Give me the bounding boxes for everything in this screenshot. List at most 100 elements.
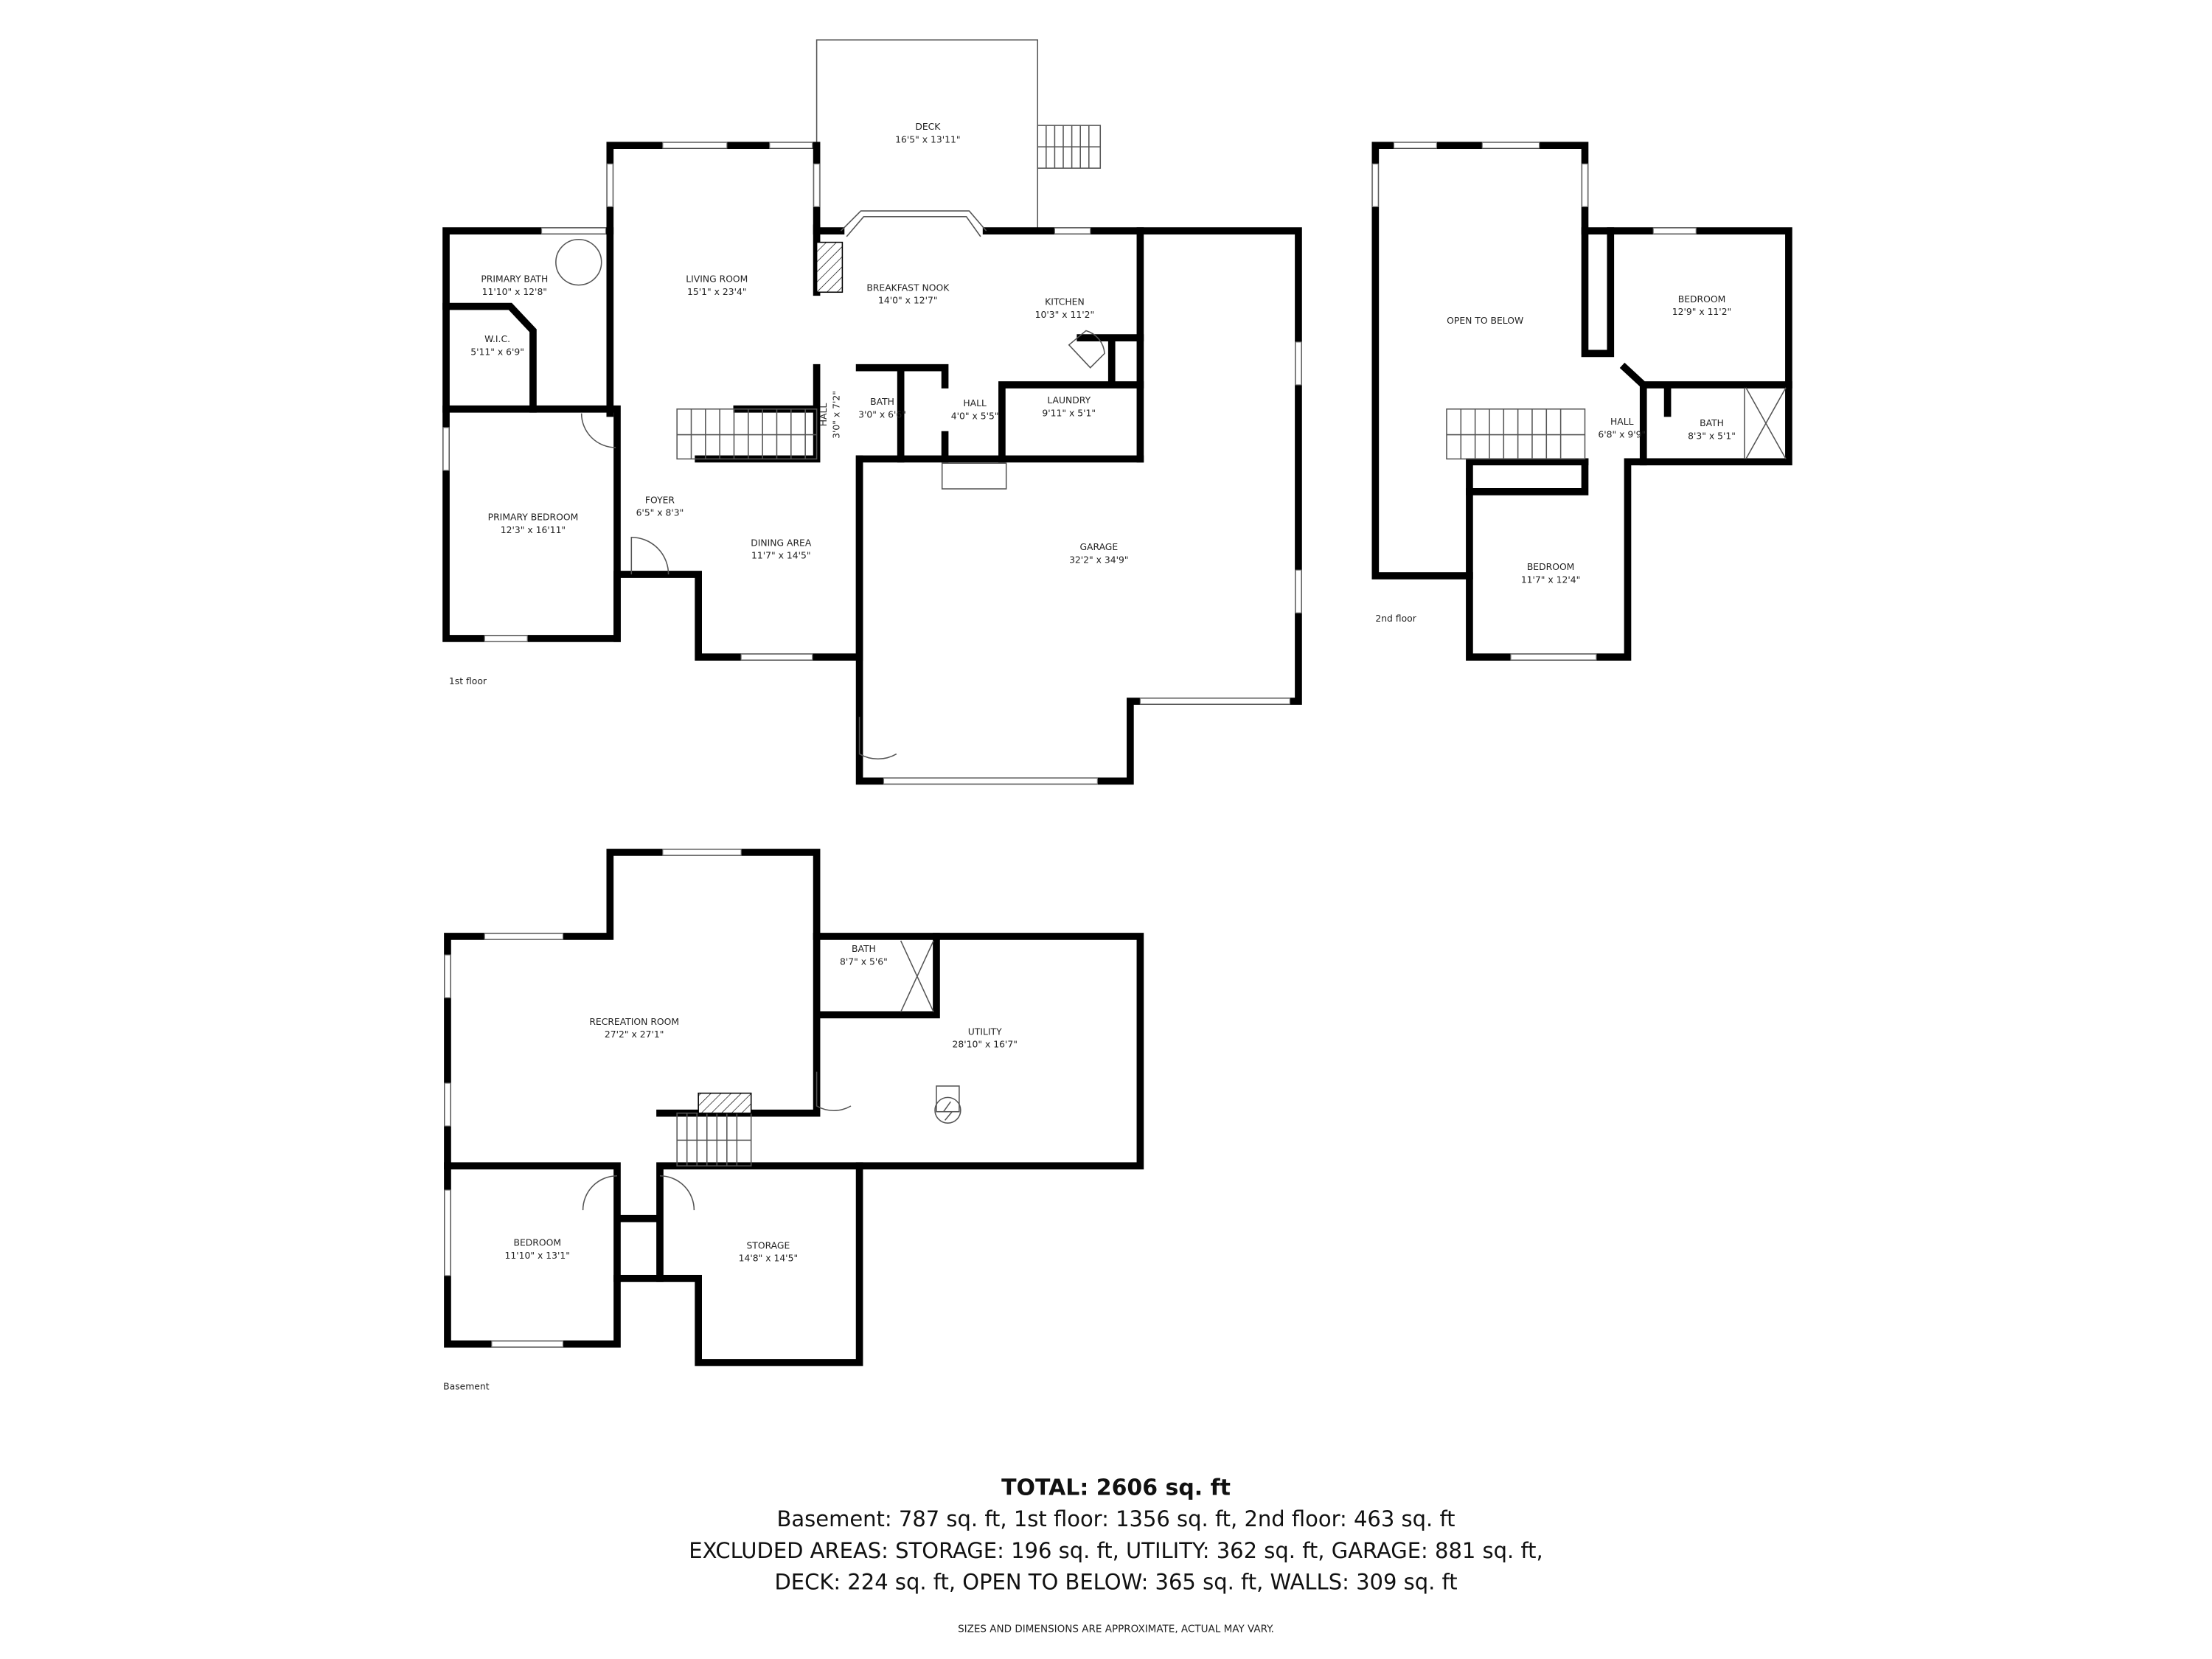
- room-size-storage: 14'8" x 14'5": [739, 1253, 799, 1264]
- room-name-primary-bath: PRIMARY BATH: [481, 274, 548, 285]
- living-room-walls: [606, 142, 845, 417]
- basement-outer-walls: [444, 849, 1144, 1366]
- garage-door: [1139, 698, 1290, 705]
- utility-door: [815, 1071, 852, 1111]
- room-name-garage: GARAGE: [1079, 542, 1118, 552]
- room-name-deck: DECK: [915, 122, 941, 132]
- window: [1510, 653, 1597, 661]
- bay-window: [840, 210, 987, 237]
- room-size-hall: 6'8" x 9'9": [1598, 429, 1646, 439]
- room-name-bath-2nd: BATH: [1700, 418, 1724, 428]
- stairs: [1446, 408, 1586, 460]
- room-size-bedroom-a: 12'9" x 11'2": [1672, 307, 1732, 317]
- window: [740, 653, 813, 661]
- bath-hall-walls: [1466, 362, 1792, 495]
- window: [606, 163, 613, 207]
- disclaimer: SIZES AND DIMENSIONS ARE APPROXIMATE, AC…: [958, 1623, 1274, 1635]
- stairs: [676, 408, 818, 460]
- storage-door: [659, 1175, 695, 1211]
- room-size-recreation-room: 27'2" x 27'1": [605, 1029, 664, 1040]
- floor-areas: Basement: 787 sq. ft, 1st floor: 1356 sq…: [777, 1506, 1455, 1531]
- bathtub: [555, 238, 602, 286]
- second-floor-plan: OPEN TO BELOW BEDROOM 12'9" x 11'2" HALL…: [1371, 142, 1792, 661]
- room-size-bath-basement: 8'7" x 5'6": [840, 957, 888, 967]
- primary-bedroom-walls: [442, 405, 621, 642]
- open-to-below-walls: [1371, 142, 1615, 580]
- window: [1054, 227, 1091, 234]
- room-size-living-room: 15'1" x 23'4": [687, 287, 747, 297]
- window: [1371, 163, 1379, 207]
- room-size-utility: 28'10" x 16'7": [953, 1040, 1018, 1050]
- room-name-dining-area: DINING AREA: [751, 538, 812, 548]
- room-name-bedroom-a: BEDROOM: [1678, 294, 1726, 305]
- floor-label-2nd: 2nd floor: [1375, 613, 1416, 624]
- stair-walls: [695, 364, 821, 463]
- first-floor-plan: DECK 16'5" x 13'11" LIVING ROOM 15'1" x …: [442, 39, 1302, 785]
- hall-bath-laundry-walls: [855, 334, 1144, 463]
- window: [491, 1340, 564, 1348]
- room-size-bedroom-basement: 11'10" x 13'1": [505, 1251, 570, 1261]
- electrical-panel-icon: [934, 1096, 961, 1124]
- room-size-hall-b: 4'0" x 5'5": [951, 411, 999, 421]
- room-name-hall: HALL: [1610, 417, 1634, 427]
- room-name-breakfast-nook: BREAKFAST NOOK: [866, 282, 950, 293]
- area-summary: TOTAL: 2606 sq. ft Basement: 787 sq. ft,…: [689, 1475, 1543, 1635]
- window: [769, 142, 813, 149]
- room-name-living-room: LIVING ROOM: [686, 274, 748, 285]
- window: [1582, 163, 1588, 207]
- kitchen-door: [1068, 330, 1105, 369]
- shower: [1744, 387, 1787, 459]
- room-size-wic: 5'11" x 6'9": [470, 347, 524, 357]
- room-name-hall-b: HALL: [963, 398, 987, 408]
- room-name-kitchen: KITCHEN: [1045, 297, 1085, 307]
- room-size-primary-bath: 11'10" x 12'8": [482, 287, 547, 297]
- window: [1295, 341, 1302, 386]
- room-size-hall-a: 3'0" x 7'2": [832, 391, 842, 439]
- window: [444, 1189, 451, 1276]
- room-size-kitchen: 10'3" x 11'2": [1035, 310, 1095, 320]
- window: [444, 1082, 451, 1127]
- window: [444, 954, 451, 998]
- room-name-open-to-below: OPEN TO BELOW: [1447, 316, 1523, 326]
- window: [662, 142, 728, 149]
- room-name-bath: BATH: [870, 397, 894, 407]
- garage-entry-door: [858, 717, 897, 759]
- window: [484, 635, 528, 642]
- room-name-bath-basement: BATH: [852, 944, 876, 954]
- window: [662, 849, 742, 856]
- wic-walls: [442, 302, 537, 413]
- bedroom-door: [580, 413, 616, 448]
- fireplace: [698, 1092, 752, 1114]
- window: [540, 227, 607, 234]
- room-name-bedroom-b: BEDROOM: [1527, 562, 1575, 572]
- total-area: TOTAL: 2606 sq. ft: [1001, 1475, 1231, 1501]
- room-name-utility: UTILITY: [968, 1026, 1002, 1037]
- stairs: [676, 1112, 752, 1166]
- room-name-wic: W.I.C.: [484, 334, 510, 344]
- floor-label-1st: 1st floor: [449, 676, 487, 686]
- kitchen-walls: [982, 227, 1144, 463]
- window: [1393, 142, 1438, 149]
- window: [813, 163, 821, 207]
- room-name-recreation-room: RECREATION ROOM: [589, 1017, 679, 1027]
- basement-interior-walls: [444, 933, 940, 1282]
- room-size-dining-area: 11'7" x 14'5": [751, 551, 811, 561]
- room-name-laundry: LAUNDRY: [1047, 395, 1091, 406]
- bedroom-door: [582, 1175, 617, 1211]
- window: [1481, 142, 1540, 149]
- room-name-primary-bedroom: PRIMARY BEDROOM: [488, 512, 579, 523]
- window: [484, 933, 564, 940]
- deck-stairs: [1037, 125, 1102, 169]
- excluded-areas-line-2: DECK: 224 sq. ft, OPEN TO BELOW: 365 sq.…: [774, 1569, 1457, 1594]
- room-size-foyer: 6'5" x 8'3": [636, 508, 684, 518]
- room-size-bath-2nd: 8'3" x 5'1": [1688, 431, 1736, 441]
- room-name-bedroom-basement: BEDROOM: [513, 1237, 561, 1248]
- west-walls: [442, 227, 1144, 661]
- room-size-garage: 32'2" x 34'9": [1069, 555, 1129, 566]
- shower: [900, 940, 934, 1012]
- floor-label-basement: Basement: [443, 1382, 490, 1392]
- room-size-deck: 16'5" x 13'11": [895, 134, 960, 145]
- room-name-storage: STORAGE: [746, 1240, 790, 1251]
- room-size-bedroom-b: 11'7" x 12'4": [1521, 575, 1581, 585]
